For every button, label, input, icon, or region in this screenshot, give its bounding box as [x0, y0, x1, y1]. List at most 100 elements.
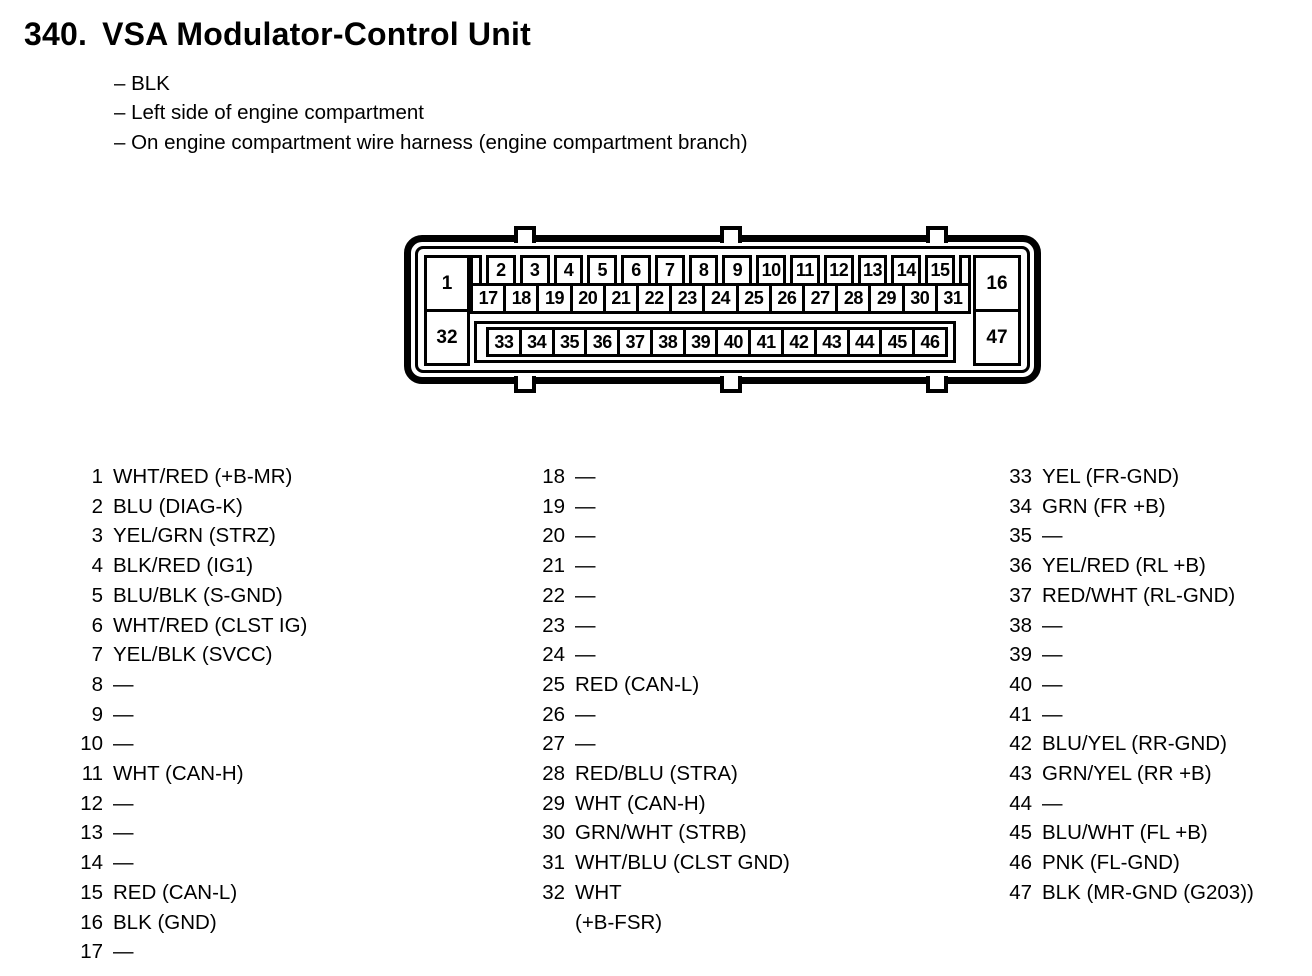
section-title-text: VSA Modulator-Control Unit: [102, 16, 531, 52]
pin-number: 31: [542, 851, 565, 875]
pin-wire-description: —: [113, 818, 134, 848]
pin-wire-color: —: [1042, 613, 1063, 637]
pin-wire-description: WHT (CAN-H): [113, 759, 244, 789]
pin-wire-description: WHT(+B-FSR): [575, 878, 662, 937]
pin-wire-description: —: [575, 640, 596, 670]
pin-number: 15: [80, 880, 103, 904]
location-notes: – BLK – Left side of engine compartment …: [114, 69, 748, 157]
connector-mounting-tab: [720, 376, 742, 393]
pin-number: 37: [1009, 583, 1032, 607]
pin-row: 1 WHT/RED (+B-MR): [60, 462, 307, 492]
pin-number: 38: [1009, 613, 1032, 637]
connector-cavity: 45: [879, 327, 916, 357]
connector-cavity: 41: [748, 327, 785, 357]
pin-wire-color: PNK (FL-GND): [1042, 851, 1180, 875]
pin-wire-color: WHT/RED (CLST IG): [113, 613, 308, 637]
pin-row: 40 —: [989, 670, 1254, 700]
pin-wire-color: WHT/BLU (CLST GND): [575, 851, 790, 875]
connector-mounting-tab: [926, 226, 948, 243]
pin-number: 11: [81, 762, 103, 786]
pin-wire-description: —: [575, 462, 596, 492]
pin-wire-description: —: [113, 789, 134, 819]
pin-wire-description: BLU/BLK (S-GND): [113, 581, 283, 611]
pin-row: 46 PNK (FL-GND): [989, 848, 1254, 878]
pin-wire-description: RED (CAN-L): [113, 878, 237, 908]
pin-number: 13: [80, 821, 103, 845]
pin-wire-color: RED/BLU (STRA): [575, 762, 738, 786]
pin-wire-color: WHT/RED (+B-MR): [113, 465, 293, 488]
pin-row: 24 —: [522, 640, 790, 670]
pin-row: 18 —: [522, 462, 790, 492]
pin-wire-color: —: [113, 821, 134, 845]
pin-wire-description: WHT (CAN-H): [575, 789, 706, 819]
pin-number: 8: [91, 672, 103, 696]
pin-number: 45: [1009, 821, 1032, 845]
pin-list-column-1: 1 WHT/RED (+B-MR) 2 BLU (DIAG-K) 3 YEL/G…: [60, 462, 307, 967]
pin-row: 31 WHT/BLU (CLST GND): [522, 848, 790, 878]
pin-row: 16 BLK (GND): [60, 908, 307, 938]
note-line: – BLK: [114, 72, 170, 95]
pin-number: 10: [80, 732, 103, 756]
pin-wire-description: —: [1042, 789, 1063, 819]
connector-cavity: 38: [649, 327, 686, 357]
pin-wire-color: —: [113, 672, 134, 696]
connector-row-top: 2 3 4 5 6 7 8 9 10 11: [470, 255, 971, 286]
pin-wire-description: —: [575, 521, 596, 551]
pin-wire-color: —: [575, 643, 596, 667]
pin-number: 44: [1009, 791, 1032, 815]
connector-cavity: 5: [587, 255, 618, 286]
connector-mounting-tab: [514, 376, 536, 393]
pin-number: 9: [91, 702, 103, 726]
pin-row: 29 WHT (CAN-H): [522, 789, 790, 819]
pin-wire-color: —: [113, 702, 134, 726]
pin-row: 17 —: [60, 937, 307, 967]
pin-wire-color: BLK (GND): [113, 910, 217, 934]
connector-cavity: 46: [912, 327, 948, 357]
pin-wire-description: —: [575, 492, 596, 522]
pin-wire-color: WHT (CAN-H): [575, 791, 706, 815]
pin-number: 16: [80, 910, 103, 934]
pin-wire-description: YEL/RED (RL +B): [1042, 551, 1206, 581]
pin-wire-color: —: [1042, 524, 1063, 548]
pin-wire-description: —: [113, 670, 134, 700]
connector-cavity: 31: [934, 283, 972, 314]
connector-cavity: 30: [901, 283, 938, 314]
pin-number: 40: [1009, 672, 1032, 696]
connector-cavity-47: 47: [973, 309, 1021, 366]
connector-cavity: 22: [636, 283, 673, 314]
pin-wire-description: —: [113, 848, 134, 878]
connector-row-top-cells: 2 3 4 5 6 7 8 9 10 11: [486, 255, 955, 286]
pin-row: 41 —: [989, 700, 1254, 730]
connector-cavity-1: 1: [424, 255, 470, 312]
pin-wire-color: YEL/GRN (STRZ): [113, 524, 276, 548]
pin-row: 12 —: [60, 789, 307, 819]
pin-wire-color: BLU/BLK (S-GND): [113, 583, 283, 607]
connector-diagram: 1 32 16 47 2 3 4 5 6 7 8: [404, 226, 1041, 393]
connector-cavity: 28: [835, 283, 872, 314]
pin-row: 26 —: [522, 700, 790, 730]
pin-row: 30 GRN/WHT (STRB): [522, 818, 790, 848]
pin-row: 15 RED (CAN-L): [60, 878, 307, 908]
connector-mounting-tab: [514, 226, 536, 243]
pin-list-column-3: 33 YEL (FR-GND) 34 GRN (FR +B) 35 — 36 Y…: [989, 462, 1254, 908]
pin-wire-color: YEL/BLK (SVCC): [113, 643, 273, 667]
pin-wire-color: —: [113, 940, 134, 964]
connector-cavity: 27: [802, 283, 839, 314]
pin-wire-description: BLU/YEL (RR-GND): [1042, 729, 1227, 759]
pin-number: 29: [542, 791, 565, 815]
pin-number: 36: [1009, 554, 1032, 578]
pin-wire-color: —: [575, 524, 596, 548]
pin-wire-description: RED (CAN-L): [575, 670, 699, 700]
pin-number: 39: [1009, 643, 1032, 667]
pin-wire-color: GRN/YEL (RR +B): [1042, 762, 1212, 786]
pin-wire-color: —: [113, 732, 134, 756]
pin-row: 28 RED/BLU (STRA): [522, 759, 790, 789]
pin-wire-color: —: [113, 791, 134, 815]
pin-row: 23 —: [522, 611, 790, 641]
pin-wire-description: BLK/RED (IG1): [113, 551, 253, 581]
pin-wire-description: YEL/GRN (STRZ): [113, 521, 276, 551]
pin-wire-description: —: [113, 700, 134, 730]
pin-wire-color: YEL (FR-GND): [1042, 465, 1180, 488]
pin-wire-description: BLU/WHT (FL +B): [1042, 818, 1208, 848]
connector-cavity: 12: [823, 255, 854, 286]
